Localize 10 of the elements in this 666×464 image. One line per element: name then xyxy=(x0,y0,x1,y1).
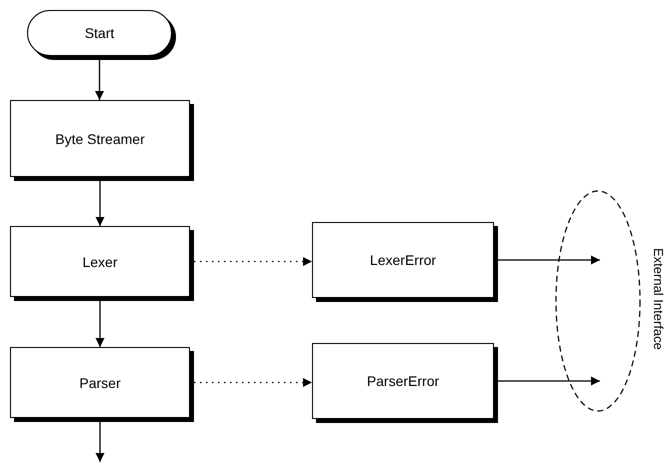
arrow xyxy=(194,378,312,387)
node-label: Byte Streamer xyxy=(55,130,145,146)
node-label: LexerError xyxy=(370,252,436,268)
interface-group xyxy=(555,190,666,412)
node-label: Parser xyxy=(79,374,121,390)
node-label: Start xyxy=(84,25,114,41)
node-label: ParserError xyxy=(366,373,440,389)
arrow xyxy=(194,257,312,266)
interface-label: External Interface xyxy=(651,248,666,350)
node-label: Lexer xyxy=(82,254,118,270)
